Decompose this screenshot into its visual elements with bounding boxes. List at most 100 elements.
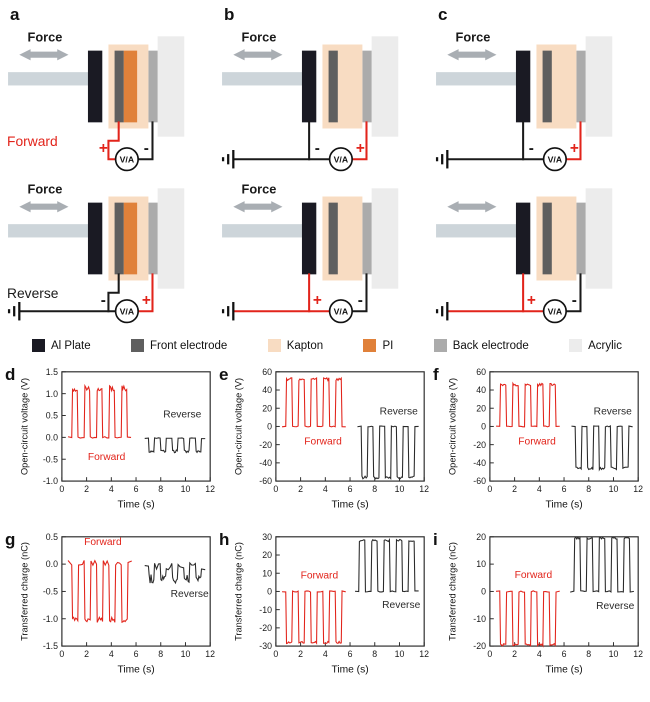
svg-text:-0.5: -0.5 [43,455,58,465]
back-electrode-layer [576,50,586,123]
panel-c: c Force V/A-+ V/A+- [432,6,646,327]
legend-label: Acrylic [588,339,622,352]
schematic-a-reverse: Force V/A-+Reverse [7,181,185,323]
meter-label: V/A [334,306,349,316]
wire [137,121,154,161]
svg-text:10: 10 [476,559,486,569]
svg-text:0: 0 [481,422,486,432]
diagram-section: a Force V/A+-Forward Force V/A-+Reverse … [4,6,646,327]
kapton-layer [322,44,363,129]
svg-text:4: 4 [109,648,114,658]
svg-text:20: 20 [262,550,272,560]
series-reverse [144,437,206,454]
legend-label: Front electrode [149,339,228,352]
series-reverse [570,535,634,593]
svg-text:-60: -60 [473,476,486,486]
pi-layer [123,202,138,274]
series-label-reverse: Reverse [382,599,420,610]
svg-text:-20: -20 [473,440,486,450]
svg-text:10: 10 [395,648,405,658]
svg-text:12: 12 [633,648,643,658]
svg-text:10: 10 [609,484,619,494]
svg-text:4: 4 [537,648,542,658]
meter-body [114,298,139,323]
series-forward [67,558,132,623]
svg-text:-60: -60 [259,476,272,486]
series-reverse [144,561,206,584]
axis-ticks [275,535,425,647]
series-forward [282,589,346,645]
schematic-b-forward: Force V/A-+ [221,29,399,172]
x-axis-label: Time (s) [117,500,154,511]
right-polarity-sign: - [572,292,577,309]
back-electrode-layer [362,50,372,123]
svg-text:-1.0: -1.0 [43,476,58,486]
panel-label-i: i [433,529,438,549]
front-electrode-layer [328,202,338,274]
meter-label: V/A [548,306,563,316]
slider-bar [436,72,519,86]
legend-label: Al Plate [51,339,91,352]
panel-label-h: h [219,529,230,549]
meter-label: V/A [334,154,349,164]
panel-a: a Force V/A+-Forward Force V/A-+Reverse [4,6,218,327]
svg-text:2: 2 [84,484,89,494]
svg-text:6: 6 [348,648,353,658]
force-label: Force [28,181,63,196]
y-axis-label: Transferred charge (nC) [20,542,30,641]
svg-text:6: 6 [134,484,139,494]
force-label: Force [28,29,63,44]
svg-text:2: 2 [298,484,303,494]
svg-text:0.5: 0.5 [46,531,58,541]
acrylic-layer [157,187,185,289]
y-axis-label: Transferred charge (nC) [234,542,244,641]
meter-body [542,298,567,323]
al-plate [515,50,531,123]
back-electrode-layer [576,202,586,274]
back-electrode-layer [362,202,372,274]
svg-text:-1.5: -1.5 [43,641,58,651]
series-reverse [357,425,419,481]
series-label-reverse: Reverse [594,407,632,418]
series-forward [496,381,560,428]
svg-text:0: 0 [487,484,492,494]
series-reverse [354,537,419,593]
panel-label-e: e [219,365,229,385]
right-polarity-sign: + [570,140,579,157]
right-polarity-sign: - [358,292,363,309]
legend-label: Back electrode [452,339,529,352]
right-polarity-sign: + [142,292,151,309]
svg-text:-1.0: -1.0 [43,613,58,623]
series-label-forward: Forward [88,452,126,463]
svg-text:4: 4 [323,484,328,494]
svg-text:8: 8 [372,648,377,658]
right-polarity-sign: - [144,140,149,157]
front-electrode-layer [328,50,338,123]
svg-text:4: 4 [323,648,328,658]
pi-layer [123,50,138,123]
schematic-c-reverse: V/A+- [435,187,613,323]
x-axis-label: Time (s) [545,500,582,511]
force-label: Force [456,29,491,44]
front-electrode-layer [114,202,124,274]
meter-label: V/A [120,306,135,316]
series-label-forward: Forward [84,537,122,548]
slider-bar [222,72,305,86]
force-arrow [233,49,283,61]
force-arrow [19,200,69,212]
svg-text:6: 6 [562,648,567,658]
wire [107,272,120,312]
axis-ticks [61,535,211,647]
y-axis-label: Open-circuit voltage (V) [234,378,244,475]
wire [107,121,120,161]
x-axis-label: Time (s) [545,664,582,675]
